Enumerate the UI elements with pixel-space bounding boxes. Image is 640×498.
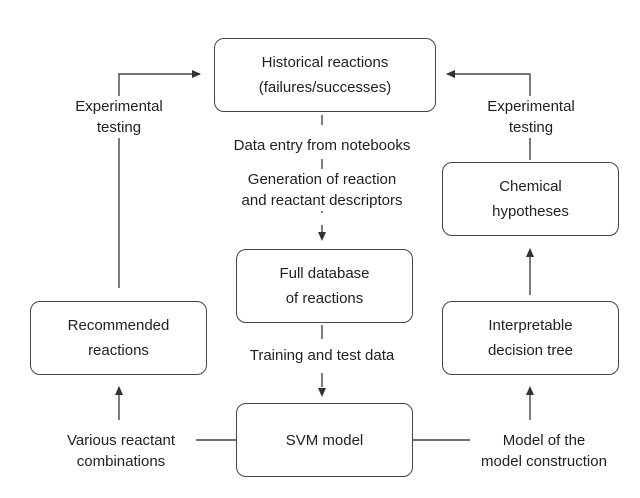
node-chemical-hypotheses: Chemical hypotheses xyxy=(442,162,619,236)
label-various-combinations: Various reactant combinations xyxy=(48,430,194,472)
node-historical-reactions: Historical reactions (failures/successes… xyxy=(214,38,436,112)
node-decision-tree: Interpretable decision tree xyxy=(442,301,619,375)
label-model-of-model: Model of the model construction xyxy=(470,430,618,472)
node-full-database-label: Full database of reactions xyxy=(279,265,370,307)
node-full-database: Full database of reactions xyxy=(236,249,413,323)
label-experimental-testing-left: Experimental testing xyxy=(64,96,174,138)
node-svm-model: SVM model xyxy=(236,403,413,477)
node-chemical-hypotheses-label: Chemical hypotheses xyxy=(492,178,569,220)
label-generation-descriptors: Generation of reaction and reactant desc… xyxy=(222,169,422,211)
node-recommended-reactions-label: Recommended reactions xyxy=(67,317,170,359)
node-recommended-reactions: Recommended reactions xyxy=(30,301,207,375)
node-decision-tree-label: Interpretable decision tree xyxy=(487,317,574,359)
label-data-entry: Data entry from notebooks xyxy=(212,135,432,156)
node-svm-model-label: SVM model xyxy=(285,431,364,449)
node-historical-reactions-label: Historical reactions (failures/successes… xyxy=(258,54,392,96)
arrow-recommended-to-historical xyxy=(118,70,201,288)
label-training-test-data: Training and test data xyxy=(232,345,412,366)
label-experimental-testing-right: Experimental testing xyxy=(476,96,586,138)
